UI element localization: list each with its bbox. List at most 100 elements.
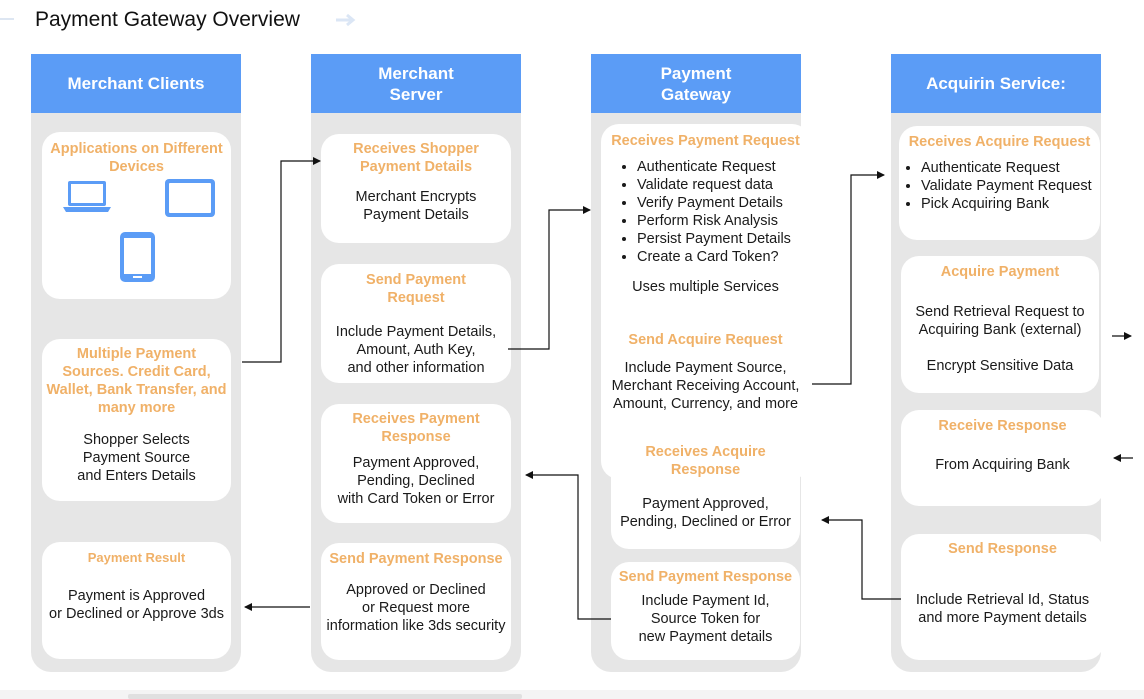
bullet-list: Authenticate Request Validate request da… — [601, 158, 810, 266]
body-line: Pending, Declined — [357, 473, 475, 489]
column-payment-gateway: Payment Gateway Receives Payment Request… — [591, 54, 810, 672]
column-merchant-server: Merchant Server Receives Shopper Payment… — [311, 54, 521, 672]
card-receives-acquire-request: Receives Acquire Request Authenticate Re… — [899, 126, 1100, 240]
card-receives-shopper-details: Receives Shopper Payment Details Merchan… — [321, 134, 511, 243]
diagram-title: Payment Gateway Overview — [35, 8, 300, 31]
card-body: Approved or Declined or Request more inf… — [321, 581, 511, 635]
card-title: Send Payment Response — [618, 569, 793, 585]
body-line: Amount, Currency, and more — [612, 396, 799, 412]
body-line: or Request more — [362, 600, 470, 616]
horizontal-scrollbar[interactable] — [0, 690, 1144, 699]
card-title: Send Payment Request — [366, 272, 466, 306]
column-header: Merchant Clients — [31, 54, 241, 113]
column-merchant-clients: Merchant Clients Applications on Differe… — [31, 54, 241, 672]
card-footer: Uses multiple Services — [632, 279, 779, 295]
card-body: Include Payment Id, Source Token for new… — [611, 592, 800, 646]
column-header-text: Payment Gateway — [660, 63, 732, 104]
card-body: Include Retrieval Id, Status and more Pa… — [901, 591, 1104, 627]
bullet-item: Verify Payment Details — [637, 194, 810, 212]
card-title: Send Acquire Request — [628, 332, 783, 348]
laptop-icon — [63, 181, 111, 212]
bullet-item: Persist Payment Details — [637, 230, 810, 248]
card-title: Receives Shopper Payment Details — [353, 141, 479, 175]
bullet-item: Perform Risk Analysis — [637, 212, 810, 230]
bullet-item: Authenticate Request — [637, 158, 810, 176]
arrow-acquire-request-to-service — [812, 171, 885, 385]
body-line: Include Payment Details, — [335, 324, 497, 340]
card-extra: Encrypt Sensitive Data — [926, 358, 1074, 374]
bullet-item: Pick Acquiring Bank — [921, 195, 1100, 213]
card-title: Send Response — [948, 541, 1057, 557]
left-edge-tick — [0, 18, 14, 20]
card-receives-payment-request: Receives Payment Request Authenticate Re… — [601, 124, 810, 365]
body-line: Source Token for — [650, 611, 761, 627]
body-line: Send Retrieval Request to — [915, 304, 1085, 320]
column-header: Merchant Server — [311, 54, 521, 113]
bullet-item: Validate request data — [637, 176, 810, 194]
body-line: Merchant Encrypts — [355, 189, 477, 205]
card-title: Receives Acquire Request — [908, 134, 1091, 150]
phone-icon — [120, 232, 155, 282]
body-line: with Card Token or Error — [337, 491, 495, 507]
body-line: Merchant Receiving Account, — [611, 378, 800, 394]
card-title: Receives Payment Request — [611, 133, 800, 149]
card-body: Payment is Approved or Declined or Appro… — [42, 587, 231, 623]
body-line: Include Payment Source, — [624, 360, 787, 376]
card-send-response: Send Response Include Retrieval Id, Stat… — [901, 534, 1104, 660]
card-applications: Applications on Different Devices — [42, 132, 231, 299]
body-line: and Enters Details — [77, 468, 196, 484]
body-line: Shopper Selects — [83, 432, 190, 448]
body-line: Payment Details — [363, 207, 469, 223]
bullet-item: Create a Card Token? — [637, 248, 810, 266]
bullet-list: Authenticate Request Validate Payment Re… — [899, 159, 1100, 213]
card-title: Multiple Payment Sources. Credit Card, W… — [46, 346, 227, 416]
card-send-payment-request: Send Payment Request Include Payment Det… — [321, 264, 511, 383]
body-line: Amount, Auth Key, — [356, 342, 476, 358]
card-body: Payment Approved, Pending, Declined or E… — [611, 495, 800, 531]
card-title: Receive Response — [938, 418, 1067, 434]
column-header: Payment Gateway — [591, 54, 801, 113]
scrollbar-thumb[interactable] — [128, 694, 522, 699]
card-payment-sources: Multiple Payment Sources. Credit Card, W… — [42, 339, 231, 501]
card-receives-payment-response: Receives Payment Response Payment Approv… — [321, 404, 511, 523]
body-line: Payment is Approved — [67, 588, 206, 604]
card-body: Include Payment Details, Amount, Auth Ke… — [321, 323, 511, 377]
card-title: Receives Payment Response — [352, 411, 480, 445]
card-body: From Acquiring Bank — [901, 456, 1104, 474]
card-title: Receives Acquire Response — [645, 444, 766, 478]
card-send-payment-response: Send Payment Response Approved or Declin… — [321, 543, 511, 660]
card-body: Send Retrieval Request to Acquiring Bank… — [901, 303, 1099, 339]
card-payment-result: Payment Result Payment is Approved or De… — [42, 542, 231, 659]
card-receive-response: Receive Response From Acquiring Bank — [901, 410, 1104, 506]
card-title: Send Payment Response — [329, 551, 503, 567]
bullet-item: Validate Payment Request — [921, 177, 1100, 195]
card-body: Payment Approved, Pending, Declined with… — [321, 454, 511, 508]
card-body: Shopper Selects Payment Source and Enter… — [42, 431, 231, 485]
body-line: Include Retrieval Id, Status — [915, 592, 1090, 608]
card-title: Acquire Payment — [940, 264, 1060, 280]
body-line: Payment Approved, — [642, 496, 769, 512]
body-line: and other information — [347, 360, 485, 376]
card-acquire-payment: Acquire Payment Send Retrieval Request t… — [901, 256, 1099, 393]
column-header: Acquirin Service: — [891, 54, 1101, 113]
card-receives-acquire-response: Receives Acquire Response Payment Approv… — [611, 436, 800, 549]
card-body: Include Payment Source, Merchant Receivi… — [601, 359, 810, 413]
body-line: and more Payment details — [918, 610, 1087, 626]
body-line: Acquiring Bank (external) — [918, 322, 1082, 338]
card-title: Payment Result — [87, 550, 186, 565]
body-line: or Declined or Approve 3ds — [49, 606, 224, 622]
body-line: Include Payment Id, — [641, 593, 770, 609]
arrow-right-icon — [336, 13, 356, 27]
body-line: From Acquiring Bank — [935, 457, 1070, 473]
card-title: Applications on Different Devices — [50, 141, 223, 175]
card-body: Merchant Encrypts Payment Details — [321, 188, 511, 224]
body-line: Pending, Declined or Error — [620, 514, 791, 530]
arrow-sources-to-server — [242, 157, 321, 363]
column-header-text: Merchant Server — [378, 63, 454, 104]
body-line: Payment Source — [82, 450, 191, 466]
body-line: Payment Approved, — [352, 455, 480, 471]
bullet-item: Authenticate Request — [921, 159, 1100, 177]
arrow-send-response-to-gateway — [821, 516, 901, 600]
body-line: new Payment details — [638, 629, 773, 645]
tablet-icon — [165, 179, 215, 217]
